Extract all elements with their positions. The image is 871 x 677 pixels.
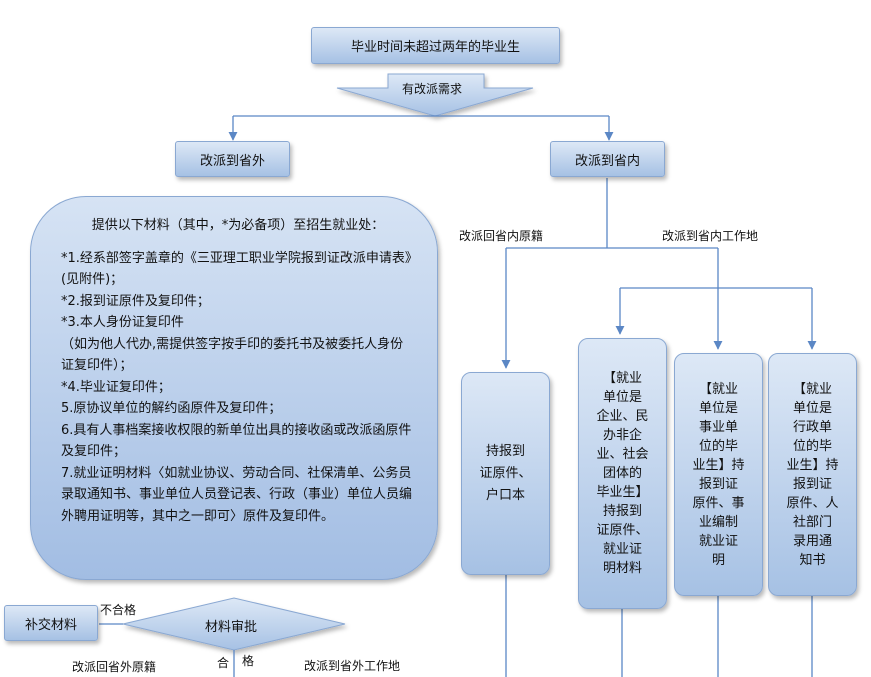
review-lines <box>99 623 235 677</box>
node-enterprise: 【就业 单位是 企业、民 办非企 业、社会 团体的 毕业生】 持报到 证原件、 … <box>578 338 667 609</box>
label-work-in-province: 改派到省内工作地 <box>662 229 759 243</box>
materials-heading: 提供以下材料（其中，*为必备项）至招生就业处： <box>91 218 385 233</box>
split-lines <box>228 115 614 141</box>
node-review: 材料审批 <box>205 620 258 635</box>
demand-arrow-shape <box>336 73 534 117</box>
label-back-home: 改派回省内原籍 <box>459 229 544 243</box>
node-home-hukou: 持报到 证原件、 户口本 <box>461 372 550 575</box>
node-graduates: 毕业时间未超过两年的毕业生 <box>311 27 560 64</box>
node-institution: 【就业 单位是 事业单 位的毕 业生】持 报到证 原件、事 业编制 就业证 明 <box>674 353 763 596</box>
node-demand: 有改派需求 <box>402 82 463 96</box>
node-inside-province: 改派到省内 <box>550 141 665 177</box>
material-item: *4.毕业证复印件； <box>61 379 171 395</box>
material-item: *1.经系部签字盖章的《三亚理工职业学院报到证改派申请表》(见附件)； <box>61 250 412 288</box>
material-item: 6.具有人事档案接收权限的新单位出具的接收函或改派函原件及复印件； <box>61 422 412 460</box>
review-diamond-shape <box>122 597 346 651</box>
label-back-outside: 改派回省外原籍 <box>72 660 157 674</box>
label-pass-2: 格 <box>242 654 255 668</box>
label-work-outside: 改派到省外工作地 <box>304 659 401 673</box>
material-item: 5.原协议单位的解约函原件及复印件； <box>61 401 282 416</box>
inside-branch-lines <box>501 178 817 677</box>
node-supplement: 补交材料 <box>4 605 98 641</box>
material-item: *2.报到证原件及复印件； <box>61 293 210 309</box>
material-item: *3.本人身份证复印件 <box>61 315 184 330</box>
label-pass-1: 合 <box>217 656 230 670</box>
materials-panel: 提供以下材料（其中，*为必备项）至招生就业处： *1.经系部签字盖章的《三亚理工… <box>30 196 438 580</box>
material-item: 7.就业证明材料〈如就业协议、劳动合同、社保清单、公务员录取通知书、事业单位人员… <box>61 465 413 524</box>
material-item: （如为他人代办,需提供签字按手印的委托书及被委托人身份证复印件）； <box>61 336 404 374</box>
node-outside-province: 改派到省外 <box>175 141 290 177</box>
node-government: 【就业 单位是 行政单 位的毕 业生】持 报到证 原件、人 社部门 录用通 知书 <box>768 353 857 596</box>
label-fail: 不合格 <box>100 603 137 617</box>
